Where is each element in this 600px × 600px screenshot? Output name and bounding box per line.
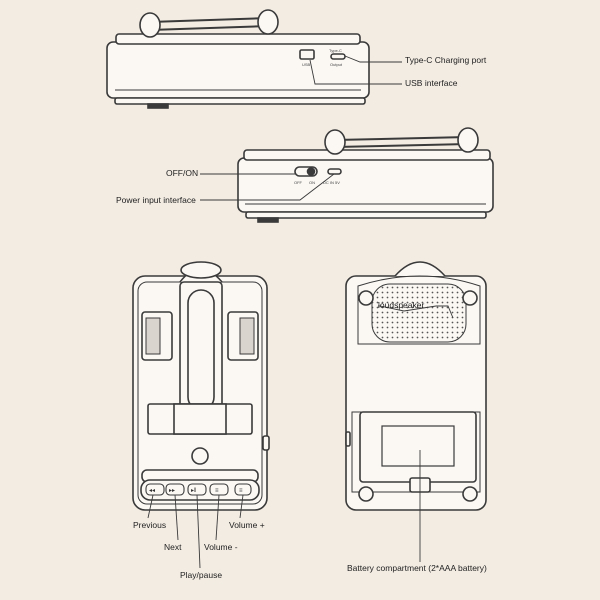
loudspeaker-label: loudspeaker: [378, 300, 425, 310]
typec-port-label: Type-C Charging port: [405, 55, 487, 65]
top-side-view: [106, 9, 370, 109]
off-mark: OFF: [294, 180, 303, 185]
back-view: [345, 261, 487, 511]
next-icon: ▸▸: [169, 488, 175, 494]
typec-mark: Type-C: [329, 48, 342, 53]
volume-plus-label: Volume +: [229, 520, 265, 530]
usb-interface-label: USB interface: [405, 78, 458, 88]
middle-leader-lines: [200, 173, 335, 201]
button-leader-lines: [147, 494, 244, 569]
next-button[interactable]: ▸▸: [165, 483, 185, 496]
volume-minus-label: Volume -: [204, 542, 238, 552]
top-leader-lines: [309, 55, 402, 85]
middle-side-view: [237, 127, 494, 223]
battery-compartment-label: Battery compartment (2*AAA battery): [347, 563, 487, 573]
dc-in-mark: DC IN 5V: [323, 180, 340, 185]
previous-button[interactable]: ◂◂: [145, 483, 165, 496]
power-input-label: Power input interface: [116, 195, 196, 205]
on-mark: ON: [309, 180, 315, 185]
front-view: [132, 261, 270, 511]
previous-label: Previous: [133, 520, 167, 530]
off-on-label: OFF/ON: [166, 168, 199, 178]
previous-icon: ◂◂: [149, 488, 155, 494]
play-pause-label: Play/pause: [180, 570, 223, 580]
volume-plus-icon: ≡: [239, 488, 243, 494]
volume-minus-button[interactable]: ≡: [209, 483, 229, 496]
back-leader-lines: [378, 305, 454, 562]
play-pause-icon: ▸‖: [191, 488, 197, 494]
output-mark: Output: [330, 62, 343, 67]
volume-plus-button[interactable]: ≡: [234, 483, 252, 496]
play-pause-button[interactable]: ▸‖: [187, 483, 207, 496]
next-label: Next: [164, 542, 182, 552]
usb-mark: USB: [302, 62, 311, 67]
volume-minus-icon: ≡: [215, 488, 219, 494]
